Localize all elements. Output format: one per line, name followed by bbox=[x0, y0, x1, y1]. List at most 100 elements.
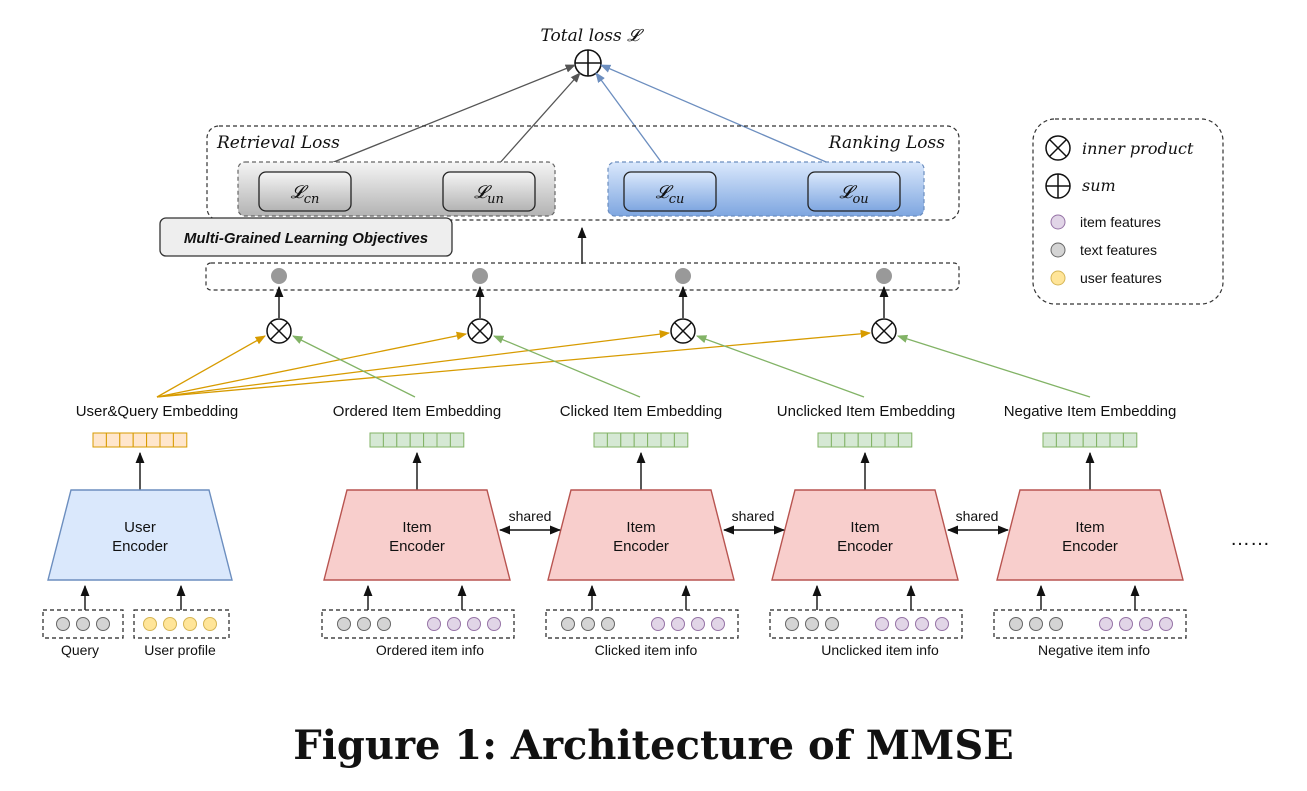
item-feature-dot bbox=[691, 617, 705, 631]
embedding-vectors bbox=[92, 432, 1138, 448]
sum-icon bbox=[1045, 173, 1071, 199]
item-encoder-negative: Item Encoder bbox=[996, 489, 1184, 581]
embedding-cell bbox=[884, 432, 899, 448]
inner-product-icon bbox=[1045, 135, 1071, 161]
text-feature-dot bbox=[1029, 617, 1043, 631]
embedding-cell bbox=[172, 432, 188, 448]
unclicked-info-label: Unclicked item info bbox=[821, 642, 939, 658]
legend-box bbox=[1032, 118, 1224, 305]
loss-sub-un: un bbox=[487, 192, 504, 207]
item-feature-dot bbox=[651, 617, 665, 631]
item-feature-dot bbox=[487, 617, 501, 631]
embedding-cell bbox=[897, 432, 913, 448]
figure-caption: Figure 1: Architecture of MMSE bbox=[293, 722, 1014, 769]
item-feature-dot bbox=[427, 617, 441, 631]
clicked-input-box bbox=[545, 609, 739, 639]
text-feature-dot bbox=[96, 617, 110, 631]
embedding-cell bbox=[1069, 432, 1084, 448]
user-feature-dot bbox=[203, 617, 217, 631]
embedding-cell bbox=[606, 432, 622, 448]
user-feature-dot bbox=[183, 617, 197, 631]
embedding-cell bbox=[633, 432, 649, 448]
embedding-cell bbox=[857, 432, 873, 448]
item-feature-dot bbox=[671, 617, 685, 631]
negative-input-box bbox=[993, 609, 1187, 639]
embedding-cell bbox=[105, 432, 121, 448]
item-encoder-line2: Encoder bbox=[1062, 538, 1118, 555]
item-encoder-ordered: Item Encoder bbox=[323, 489, 511, 581]
ordered-embedding-label: Ordered Item Embedding bbox=[333, 403, 501, 420]
user-profile-label: User profile bbox=[144, 642, 216, 658]
item-feature-dot bbox=[1099, 617, 1113, 631]
clicked-info-label: Clicked item info bbox=[595, 642, 698, 658]
text-feature-dot bbox=[337, 617, 351, 631]
sum-icon bbox=[574, 49, 602, 77]
text-feature-dot bbox=[56, 617, 70, 631]
user-encoder-line1: User bbox=[124, 519, 156, 536]
legend-sum: sum bbox=[1082, 176, 1116, 195]
arrow-negative-to-ip bbox=[897, 334, 1091, 398]
arrow-ordered-to-ip bbox=[292, 335, 416, 398]
item-feature-dot bbox=[447, 617, 461, 631]
item-feature-dot bbox=[1050, 214, 1066, 230]
embedding-cell bbox=[593, 432, 608, 448]
embedding-cell bbox=[673, 432, 689, 448]
embedding-vector bbox=[817, 432, 913, 448]
embedding-cell bbox=[396, 432, 411, 448]
item-encoder-line2: Encoder bbox=[389, 538, 445, 555]
arrow-lou-to-sum bbox=[600, 64, 855, 175]
shared-label: shared bbox=[509, 508, 552, 524]
unclicked-embedding-label: Unclicked Item Embedding bbox=[777, 403, 955, 420]
clicked-embedding-label: Clicked Item Embedding bbox=[560, 403, 723, 420]
embedding-cell bbox=[409, 432, 425, 448]
inner-product-icon bbox=[871, 318, 897, 344]
arrow-query-to-ip1 bbox=[156, 335, 266, 398]
user-feature-dot bbox=[1050, 270, 1066, 286]
legend-inner-product: inner product bbox=[1082, 139, 1194, 158]
retrieval-loss-label: Retrieval Loss bbox=[216, 133, 340, 153]
loss-box-un: 𝓛un bbox=[442, 171, 536, 212]
arrow-lcu-to-sum bbox=[595, 72, 671, 175]
arrow-query-to-ip2 bbox=[156, 331, 468, 398]
objectives-label: Multi-Grained Learning Objectives bbox=[184, 230, 428, 247]
embedding-cell bbox=[1055, 432, 1071, 448]
item-feature-dot bbox=[895, 617, 909, 631]
item-feature-dot bbox=[1139, 617, 1153, 631]
score-dot bbox=[876, 268, 892, 284]
loss-sub-cu: cu bbox=[669, 192, 685, 207]
loss-box-ou: 𝓛ou bbox=[807, 171, 901, 212]
total-loss-label: Total loss 𝓛 bbox=[541, 26, 645, 46]
arrow-unclicked-to-ip bbox=[696, 335, 865, 398]
legend-item-features: item features bbox=[1080, 214, 1161, 230]
embedding-cell bbox=[119, 432, 134, 448]
objectives-box bbox=[159, 217, 453, 257]
text-feature-dot bbox=[581, 617, 595, 631]
score-dot bbox=[472, 268, 488, 284]
inner-product-icon bbox=[670, 318, 696, 344]
ordered-input-box bbox=[321, 609, 515, 639]
item-encoder-clicked: Item Encoder bbox=[547, 489, 735, 581]
embedding-cell bbox=[146, 432, 161, 448]
embedding-cell bbox=[423, 432, 438, 448]
embedding-cell bbox=[132, 432, 148, 448]
negative-info-label: Negative item info bbox=[1038, 642, 1150, 658]
shared-label: shared bbox=[732, 508, 775, 524]
embedding-vector bbox=[92, 432, 188, 448]
embedding-cell bbox=[436, 432, 451, 448]
embedding-cell bbox=[1082, 432, 1098, 448]
query-input-box bbox=[42, 609, 124, 639]
inner-product-icon bbox=[266, 318, 292, 344]
ellipsis: …… bbox=[1230, 528, 1270, 550]
text-feature-dot bbox=[1050, 242, 1066, 258]
item-encoder-line1: Item bbox=[626, 519, 655, 536]
embedding-vector bbox=[593, 432, 689, 448]
arrow-lcn-to-sum bbox=[303, 64, 576, 175]
item-encoder-line2: Encoder bbox=[613, 538, 669, 555]
text-feature-dot bbox=[377, 617, 391, 631]
shared-label: shared bbox=[956, 508, 999, 524]
embedding-cell bbox=[844, 432, 859, 448]
text-feature-dot bbox=[561, 617, 575, 631]
item-feature-dot bbox=[875, 617, 889, 631]
item-feature-dot bbox=[1159, 617, 1173, 631]
